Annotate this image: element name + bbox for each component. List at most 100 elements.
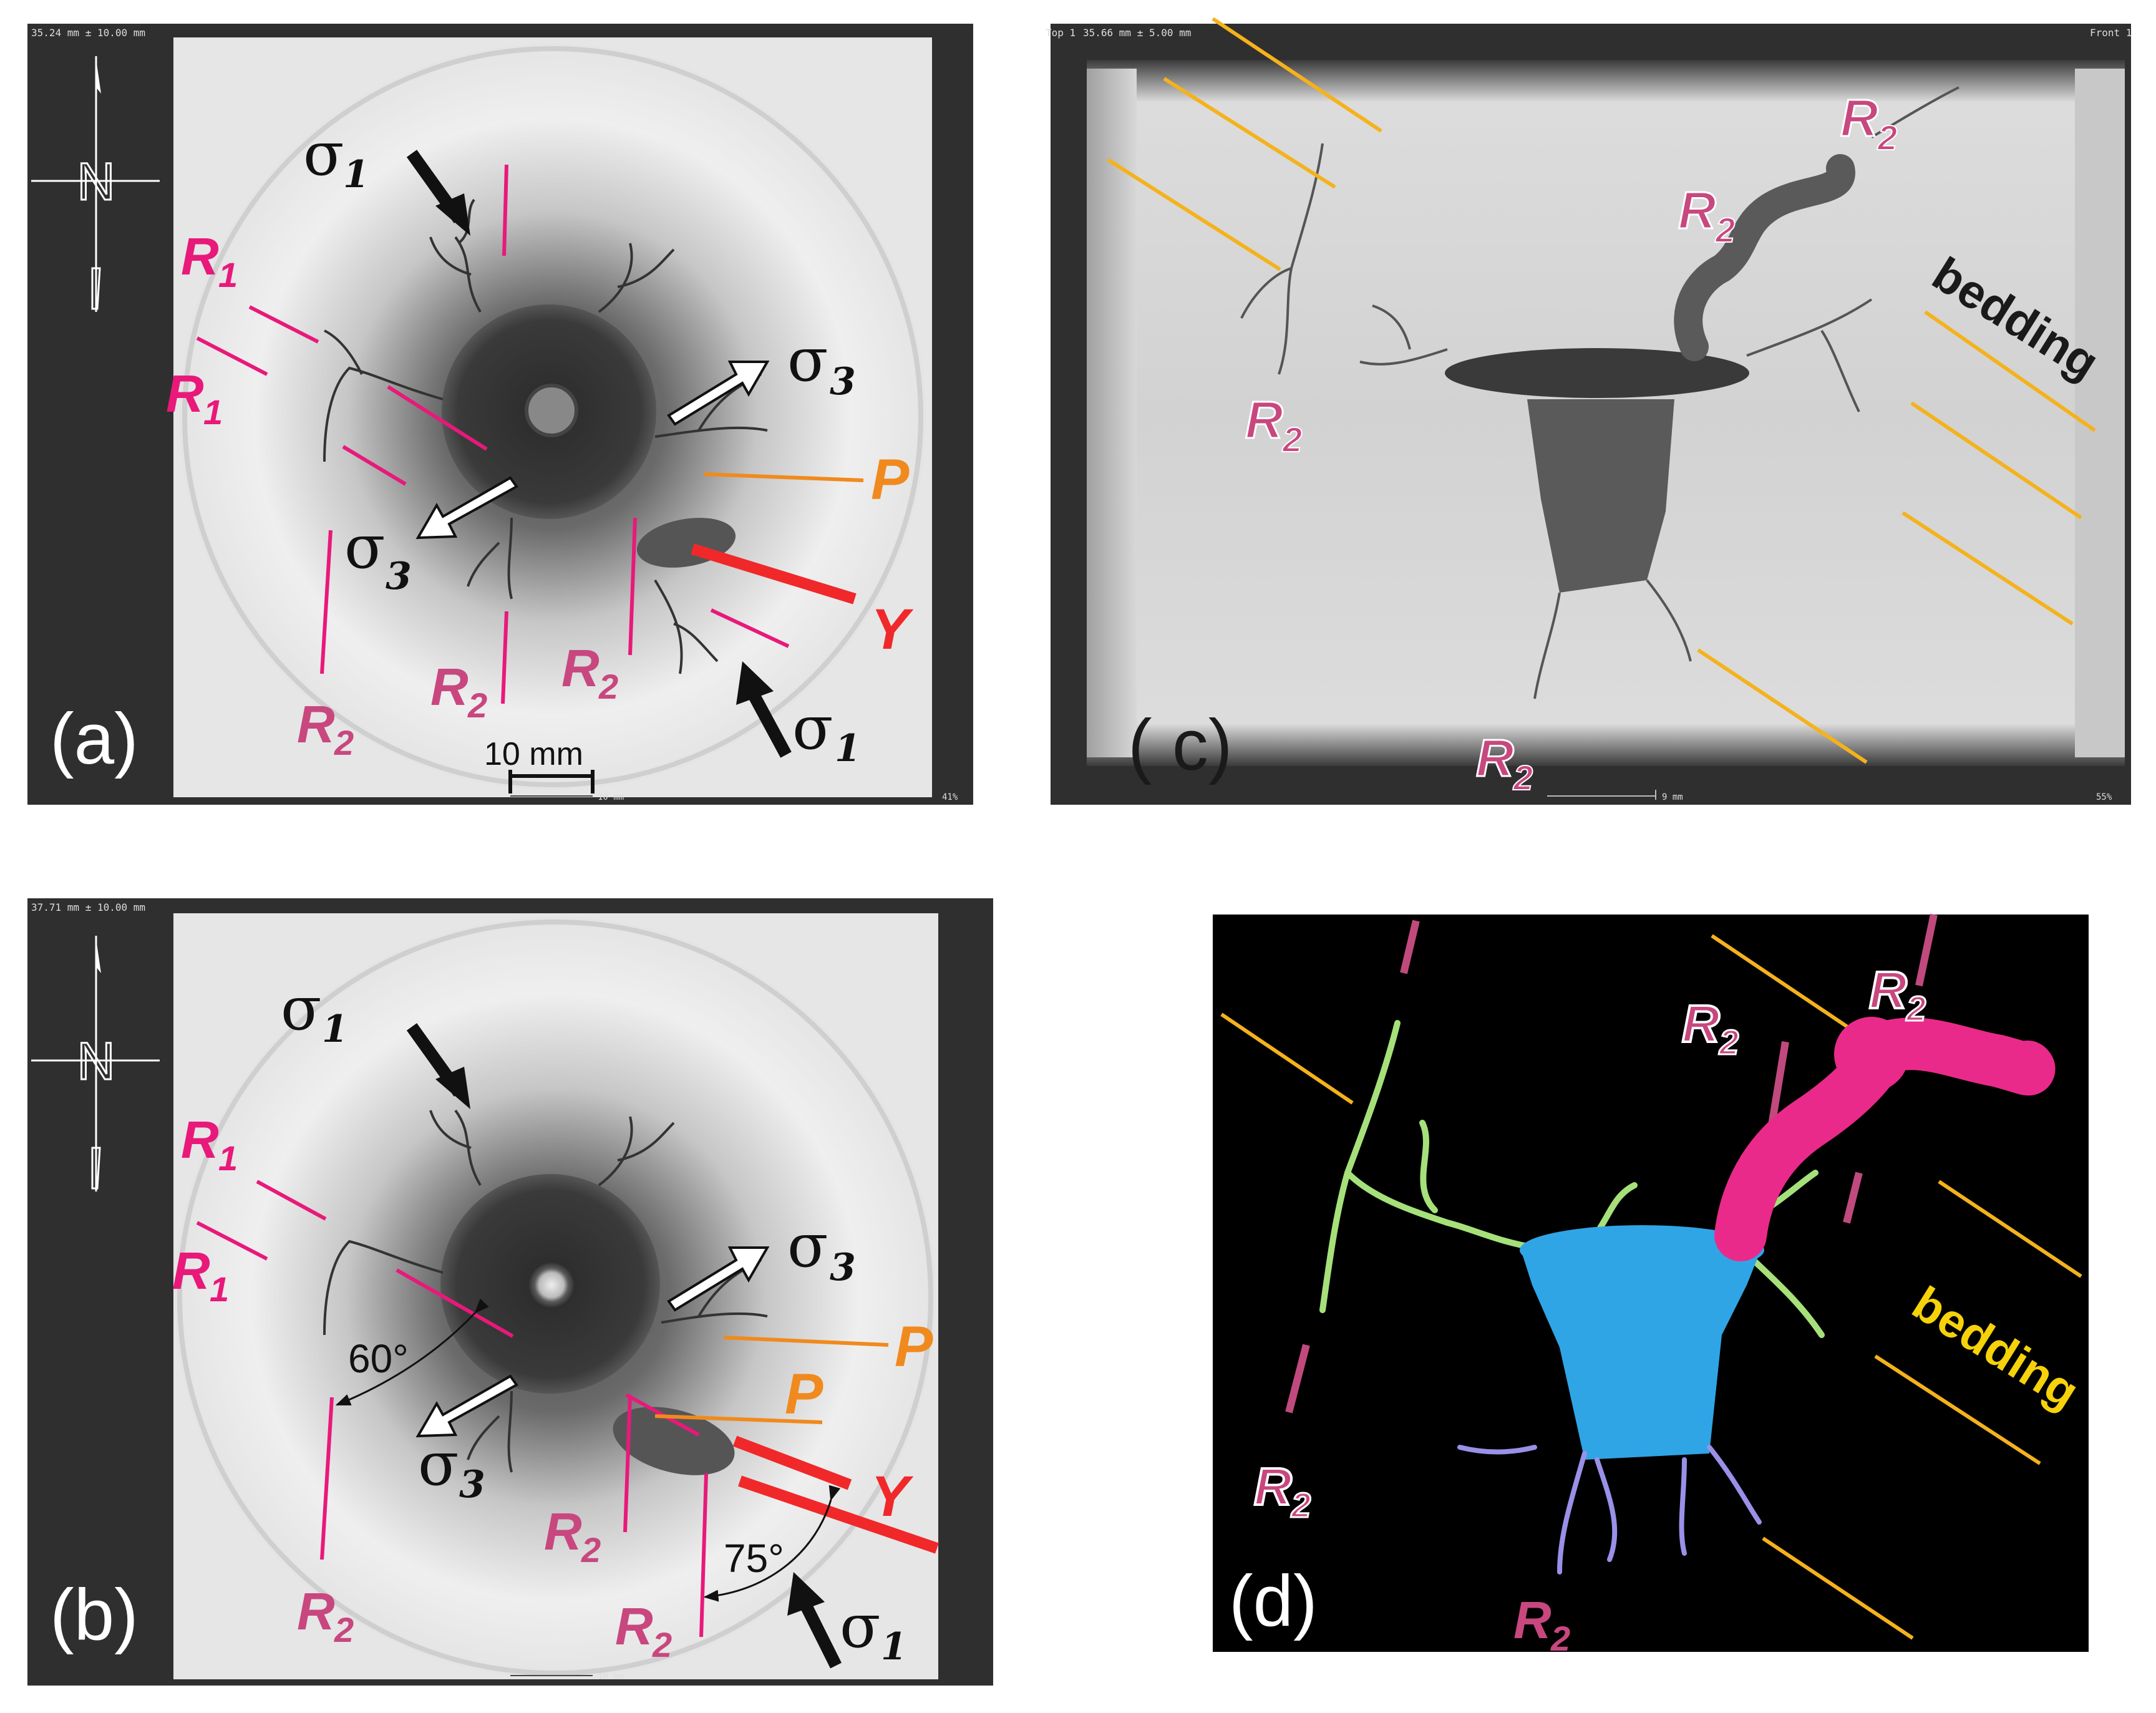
- panel-b-sigma1-top-sub: 1: [322, 1007, 348, 1051]
- panel-b-sigma3-left: σ: [418, 1429, 459, 1499]
- panel-a-sigma1-bottom: σ: [792, 693, 833, 763]
- panel-b-r2-bottom-sub: 2: [652, 1625, 672, 1664]
- panel-c-r2-left: R: [1245, 391, 1283, 449]
- panel-b-sigma1-top-arrow: [406, 1023, 470, 1109]
- panel-a-r-labels: R 1 R 1 R 2 R 2 R 2 P Y: [166, 227, 914, 762]
- panel-a-sigma3-right: σ: [787, 325, 828, 395]
- panel-b-sigma3-right-sub: 3: [830, 1246, 856, 1289]
- panel-a-y-label: Y: [871, 598, 914, 661]
- panel-a-sigma1-top-arrow: [406, 150, 470, 236]
- panel-d-r2-lower-left: R: [1254, 1457, 1292, 1516]
- panel-d-r2-bottom-sub: 2: [1550, 1619, 1570, 1658]
- panel-c-header-left: Top 1: [1046, 27, 1076, 39]
- panel-a-r-lines: [196, 164, 790, 704]
- panel-a-scale-bar: 10 mm 10 mm: [484, 736, 624, 802]
- panel-c-header-right: Front 1: [2090, 27, 2132, 39]
- panel-a-sigma3-right-sub: 3: [830, 360, 856, 404]
- panel-b-r2-bottom: R: [615, 1597, 653, 1656]
- panel-b-angle-arc-60: [335, 1298, 489, 1406]
- panel-b-r1-lower: R: [172, 1241, 210, 1300]
- panel-c-r2-mid: R: [1678, 181, 1716, 240]
- panel-b-r1-lower-sub: 1: [210, 1269, 229, 1309]
- panel-a-r1-upper-sub: 1: [218, 255, 238, 294]
- panel-b-r2-mid: R: [544, 1502, 582, 1561]
- panel-b-sigma1-bottom: σ: [840, 1591, 881, 1661]
- panel-c-scale-bar: 9 mm: [1547, 790, 1683, 802]
- panel-c-r2-tube: [1674, 154, 1855, 361]
- panel-b-r1-upper-sub: 1: [218, 1138, 238, 1178]
- panel-c-borehole-stem: [1527, 399, 1674, 593]
- panel-a-center-hole: [525, 384, 578, 437]
- panel-b-r1-upper: R: [181, 1110, 219, 1169]
- panel-b-angle-60: 60°: [348, 1336, 409, 1381]
- panel-b-sigma1-bottom-sub: 1: [881, 1625, 907, 1669]
- panel-c-r2-top: R: [1840, 89, 1878, 147]
- panel-a-r2-right-sub: 2: [598, 667, 618, 706]
- panel-a-header: 35.24 mm ± 10.00 mm: [31, 27, 145, 39]
- panel-b-sigma3-right: σ: [787, 1211, 828, 1281]
- panel-a-fractures: [323, 198, 768, 674]
- panel-b: 37.71 mm ± 10.00 mm N: [27, 898, 993, 1686]
- panel-a-sigma1-bottom-sub: 1: [835, 727, 861, 770]
- panel-d-r2-tube-bulb: [1834, 1017, 1909, 1092]
- panel-a-label: (a): [50, 698, 138, 779]
- panel-a-r2-left: R: [297, 695, 335, 754]
- panel-d-violet-fractures: [1457, 1445, 1762, 1575]
- panel-b-r2-left-sub: 2: [334, 1610, 354, 1649]
- panel-b-sigma3-right-arrow: [667, 1246, 770, 1312]
- panel-d-borehole-stem: [1522, 1254, 1759, 1460]
- panel-c: Top 1 35.66 mm ± 5.00 mm Front 1 R: [1046, 17, 2132, 805]
- panel-a-r2-right: R: [561, 639, 600, 697]
- north-letter-b: N: [77, 1032, 115, 1090]
- panel-d-r2-mid-sub: 2: [1906, 989, 1926, 1028]
- panel-c-left-edge: [1087, 69, 1137, 757]
- panel-c-r2-mid-sub: 2: [1715, 210, 1735, 250]
- panel-b-r2-mid-sub: 2: [581, 1530, 601, 1570]
- panel-a-y-line: [691, 543, 857, 604]
- panel-b-angle-75: 75°: [724, 1536, 784, 1581]
- panel-c-r2-labels: R 2 R 2 R 2 R 2: [1245, 88, 1898, 798]
- panel-a-r1-lower: R: [166, 364, 204, 423]
- panel-a-r1-lower-sub: 1: [203, 392, 223, 432]
- panel-b-sigma3-left-arrow: [415, 1374, 518, 1438]
- panel-d-r2-bottom: R: [1513, 1591, 1551, 1649]
- panel-b-small-scale-label: 10 mm: [598, 1672, 624, 1682]
- panel-b-north-arrow: N: [31, 936, 160, 1191]
- panel-d-r2-left-top: R: [1682, 994, 1720, 1053]
- panel-d-r2-lower-left-sub: 2: [1291, 1485, 1311, 1525]
- panel-a-small-scale-label: 10 mm: [598, 792, 624, 802]
- panel-c-label: ( c): [1128, 704, 1233, 785]
- panel-b-center-hole: [529, 1263, 574, 1308]
- panel-b-header: 37.71 mm ± 10.00 mm: [31, 901, 145, 913]
- panel-a-p-line: [703, 472, 864, 482]
- panel-b-y-fracture-blob: [613, 1407, 735, 1475]
- panel-a-sigma-labels: σ 1 σ 3 σ 3 σ 1: [303, 119, 861, 770]
- panel-b-disc-rim: [177, 920, 933, 1676]
- panel-a-sigma1-top: σ: [303, 119, 344, 189]
- panel-a-p-label: P: [871, 448, 910, 512]
- panel-a-r1-upper: R: [181, 227, 219, 286]
- panel-c-zoom: 55%: [2096, 792, 2112, 802]
- panel-a-sigma1-bottom-arrow: [736, 661, 792, 758]
- panel-b-p-label-upper: P: [895, 1315, 933, 1379]
- panel-b-r-labels: R 1 R 1 R 2 R 2 R 2 P P Y: [172, 1110, 933, 1664]
- panel-b-y-label: Y: [871, 1465, 914, 1528]
- panel-a-zoom: 41%: [942, 792, 958, 802]
- panel-c-r2-bottom-sub: 2: [1513, 758, 1533, 797]
- panel-a-sigma3-left-arrow: [415, 476, 518, 540]
- panel-a-scale-label: 10 mm: [484, 736, 583, 772]
- panel-b-sigma3-left-sub: 3: [459, 1463, 485, 1507]
- panel-c-bedding-lines: [1107, 17, 2096, 764]
- panel-a-r2-mid: R: [430, 658, 469, 716]
- panel-b-p-label-lower: P: [785, 1362, 823, 1426]
- panel-a-sigma3-right-arrow: [667, 361, 770, 426]
- panel-b-r2-left: R: [297, 1582, 335, 1641]
- panel-a-north-arrow: N: [31, 56, 160, 312]
- panel-c-r2-bottom: R: [1476, 729, 1514, 787]
- panel-b-sigma1-top: σ: [281, 974, 322, 1044]
- panel-d: R 2 R 2 R 2 R 2 bedding (d): [1213, 913, 2089, 1658]
- panel-d-bedding-lines: [1220, 934, 2082, 1640]
- panel-a-sigma1-top-sub: 1: [343, 153, 369, 197]
- panel-d-r2-mid: R: [1869, 961, 1907, 1019]
